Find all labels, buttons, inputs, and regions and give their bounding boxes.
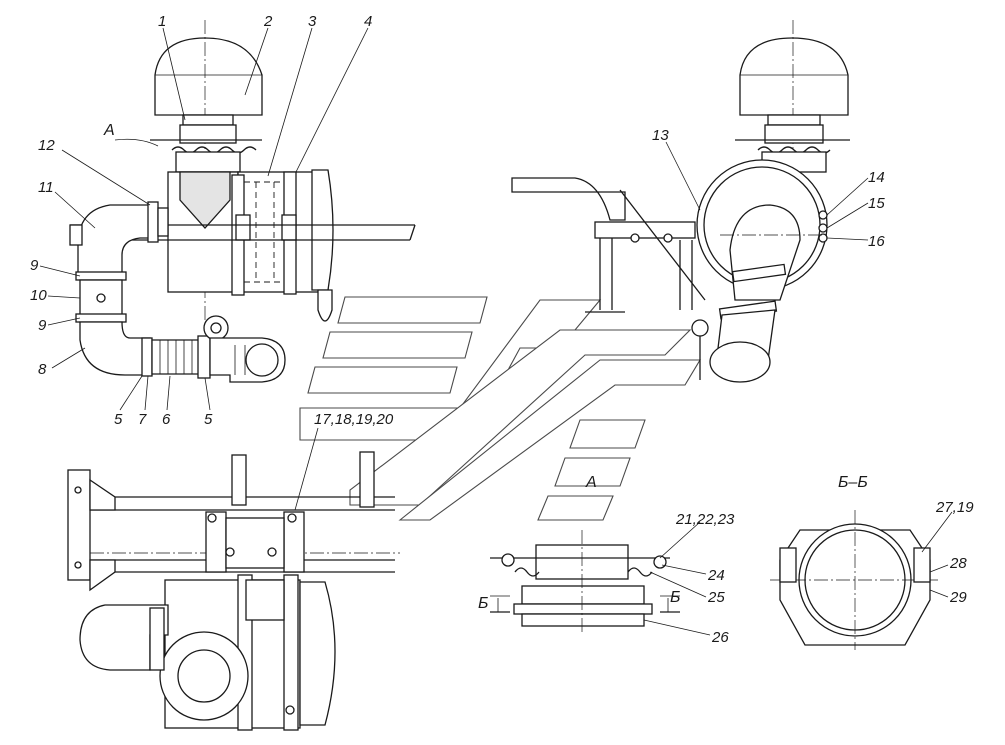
side-view (69, 20, 416, 383)
label-11: 11 (38, 179, 54, 196)
label-29: 29 (949, 589, 967, 606)
label-1: 1 (158, 13, 166, 30)
label-9-lower: 9 (38, 317, 47, 334)
view-a-arrow-label: A (103, 122, 115, 139)
label-26: 26 (711, 629, 729, 646)
label-12: 12 (38, 137, 55, 154)
label-8: 8 (38, 361, 47, 378)
label-24: 24 (707, 567, 725, 584)
label-14: 14 (868, 169, 885, 186)
section-bb-title: Б–Б (838, 474, 868, 491)
label-13: 13 (652, 127, 669, 144)
front-view (511, 20, 850, 383)
label-21-23: 21,22,23 (675, 511, 735, 528)
top-view (67, 451, 400, 731)
label-5-right: 5 (204, 411, 213, 428)
label-6: 6 (162, 411, 171, 428)
label-28: 28 (949, 555, 967, 572)
label-25: 25 (707, 589, 725, 606)
label-2: 2 (263, 13, 273, 30)
watermark (299, 296, 701, 521)
label-15: 15 (868, 195, 885, 212)
view-marks: A A Б–Б Б Б (103, 122, 868, 612)
label-5-left: 5 (114, 411, 123, 428)
label-10: 10 (30, 287, 47, 304)
label-16: 16 (868, 233, 885, 250)
label-3: 3 (308, 13, 317, 30)
label-4: 4 (364, 13, 372, 30)
label-27-19: 27,19 (935, 499, 974, 516)
label-17-20: 17,18,19,20 (314, 411, 394, 428)
view-a-title: A (585, 474, 597, 491)
part-labels: 1 2 3 4 12 11 9 10 9 8 5 7 6 5 13 14 15 … (30, 13, 974, 646)
section-mark-right: Б (670, 589, 680, 606)
section-bb (770, 510, 940, 650)
label-9-upper: 9 (30, 257, 39, 274)
label-7: 7 (138, 411, 147, 428)
section-mark-left: Б (478, 595, 488, 612)
leader-lines (39, 27, 953, 636)
view-a-detail (490, 530, 680, 635)
